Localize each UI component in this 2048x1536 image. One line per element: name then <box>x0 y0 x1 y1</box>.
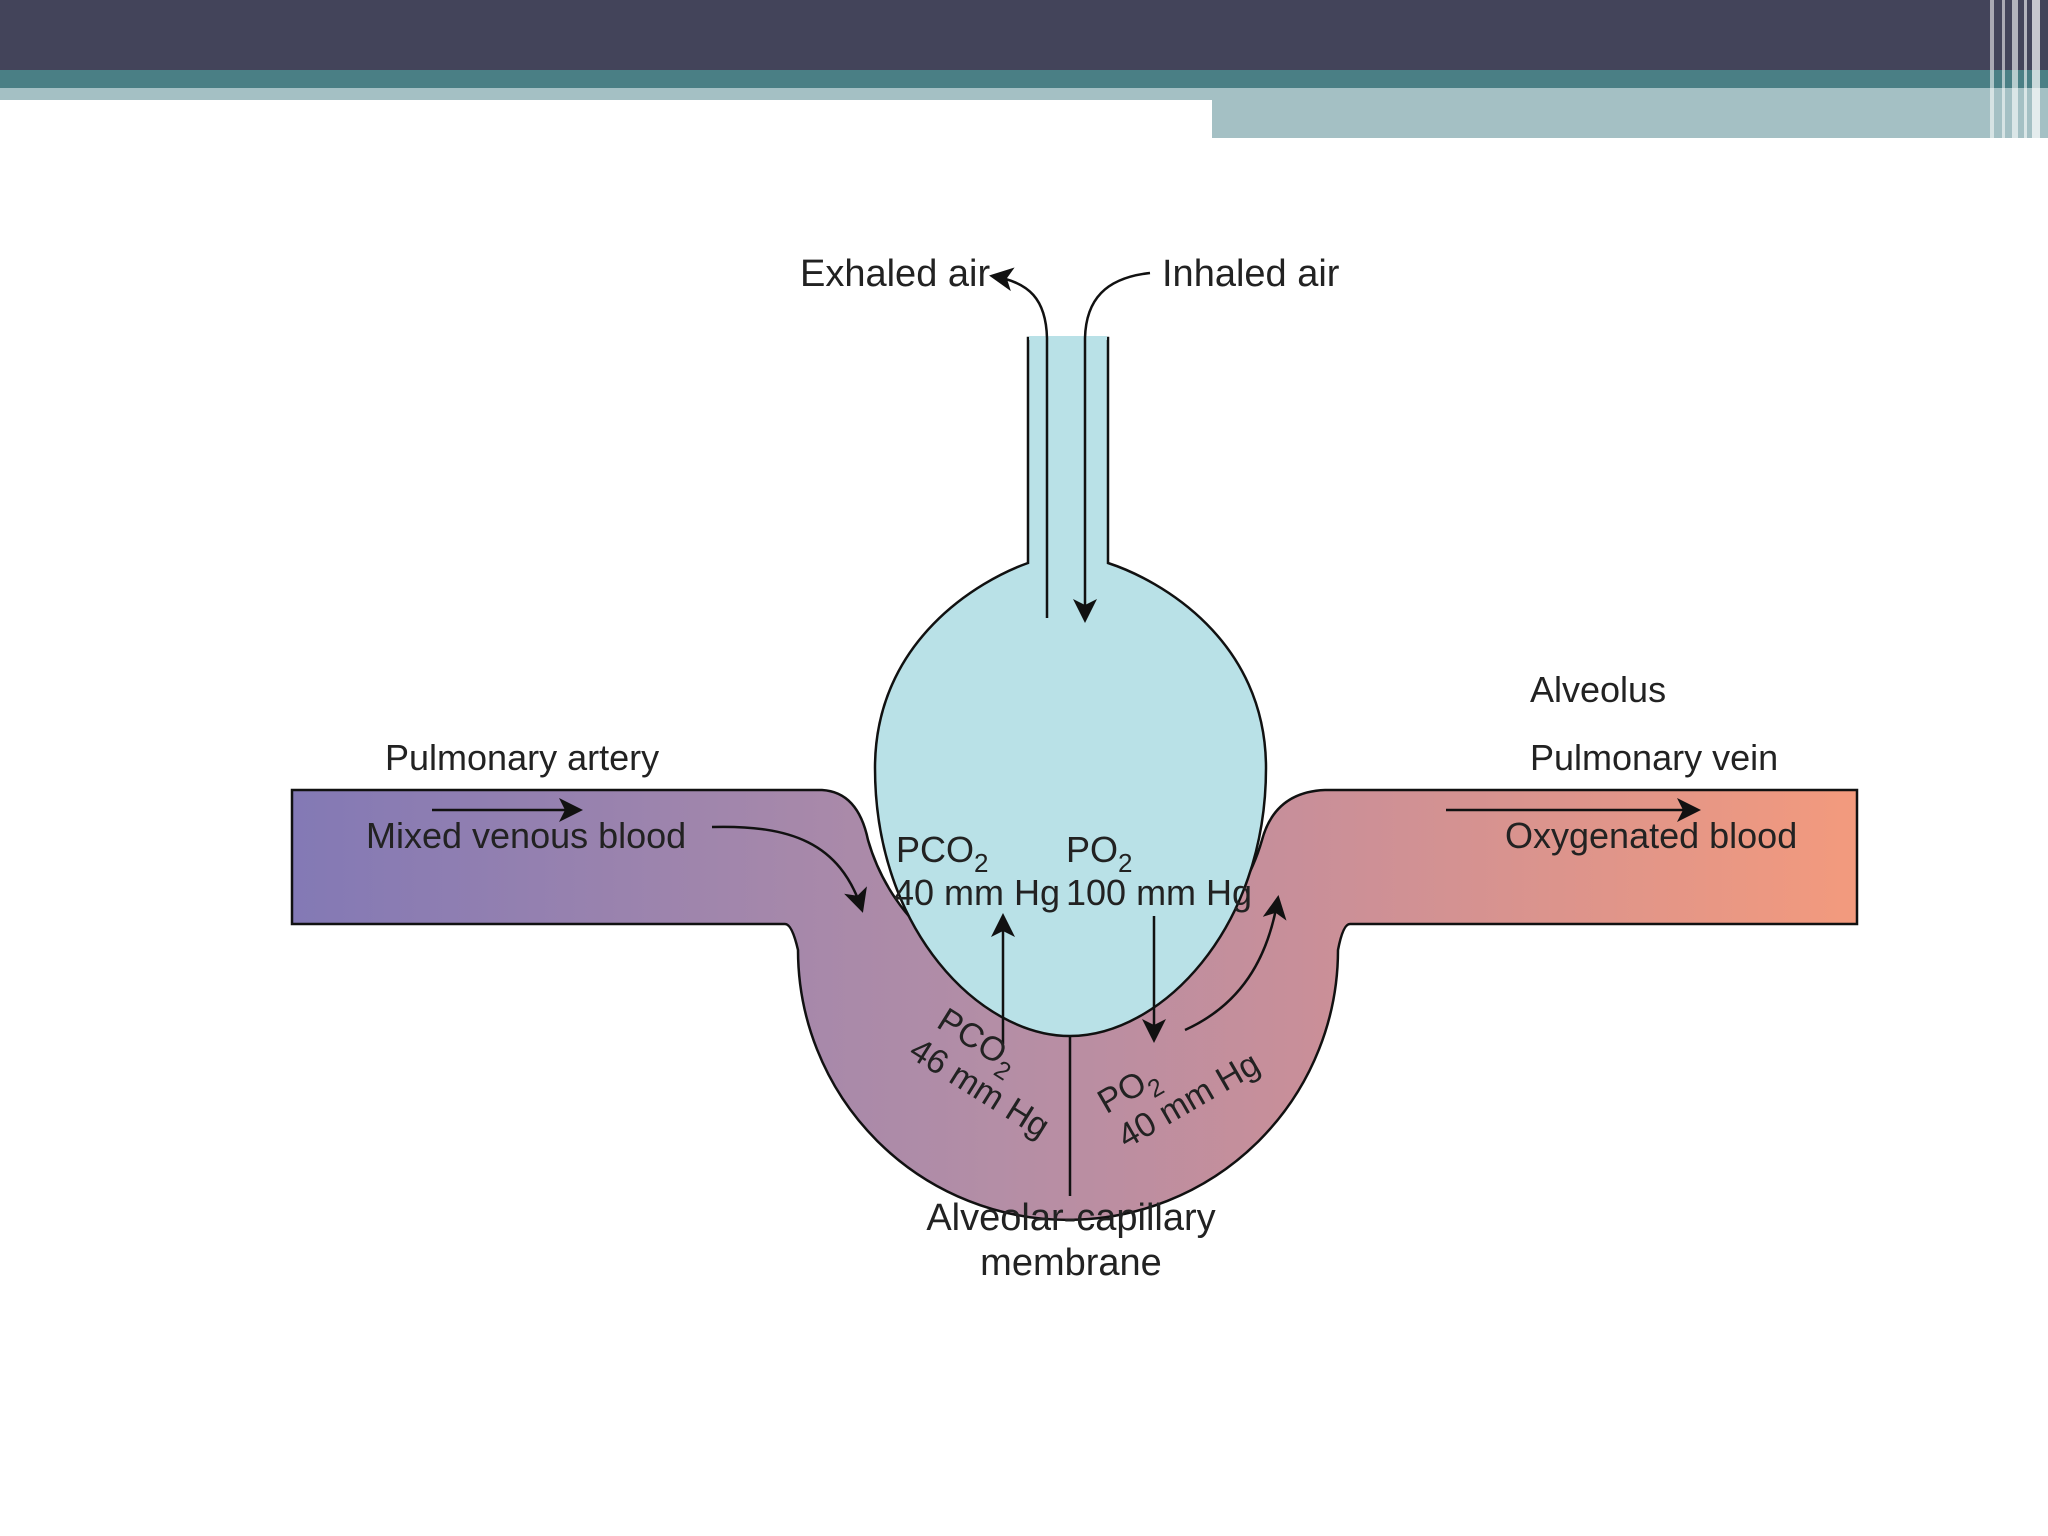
header-light-strip-left <box>0 88 1212 100</box>
inhaled-air-arrow-curve <box>1083 271 1151 339</box>
alveolus <box>873 336 1268 1038</box>
inhaled-air-label: Inhaled air <box>1162 253 1340 295</box>
exhaled-air-arrow <box>989 267 1049 339</box>
alveolar-po2-value: 100 mm Hg <box>1066 872 1252 913</box>
header-right-stripes <box>1990 0 2040 138</box>
alveolar-po2-label: PO2 <box>1066 829 1132 878</box>
mixed-venous-blood-label: Mixed venous blood <box>366 815 686 856</box>
alveolar-pco2-value: 40 mm Hg <box>894 872 1060 913</box>
alveolar-pco2-label: PCO2 <box>896 829 988 878</box>
venous-blood-entry-arrow <box>711 825 867 913</box>
slide-header-band <box>0 0 2048 138</box>
membrane-label-line1: Alveolar-capillary <box>926 1197 1215 1239</box>
exhaled-air-label: Exhaled air <box>800 253 990 295</box>
membrane-label-line2: membrane <box>980 1242 1162 1284</box>
header-dark-bar <box>0 0 2048 70</box>
header-light-bar-right <box>1212 88 2048 138</box>
pulmonary-artery-label: Pulmonary artery <box>385 737 659 778</box>
alveolus-label: Alveolus <box>1530 669 1666 710</box>
pulmonary-vein-label: Pulmonary vein <box>1530 737 1778 778</box>
oxygenated-blood-label: Oxygenated blood <box>1505 815 1797 856</box>
oxygenated-blood-exit-arrow <box>1184 895 1287 1032</box>
header-teal-bar <box>0 70 2048 88</box>
